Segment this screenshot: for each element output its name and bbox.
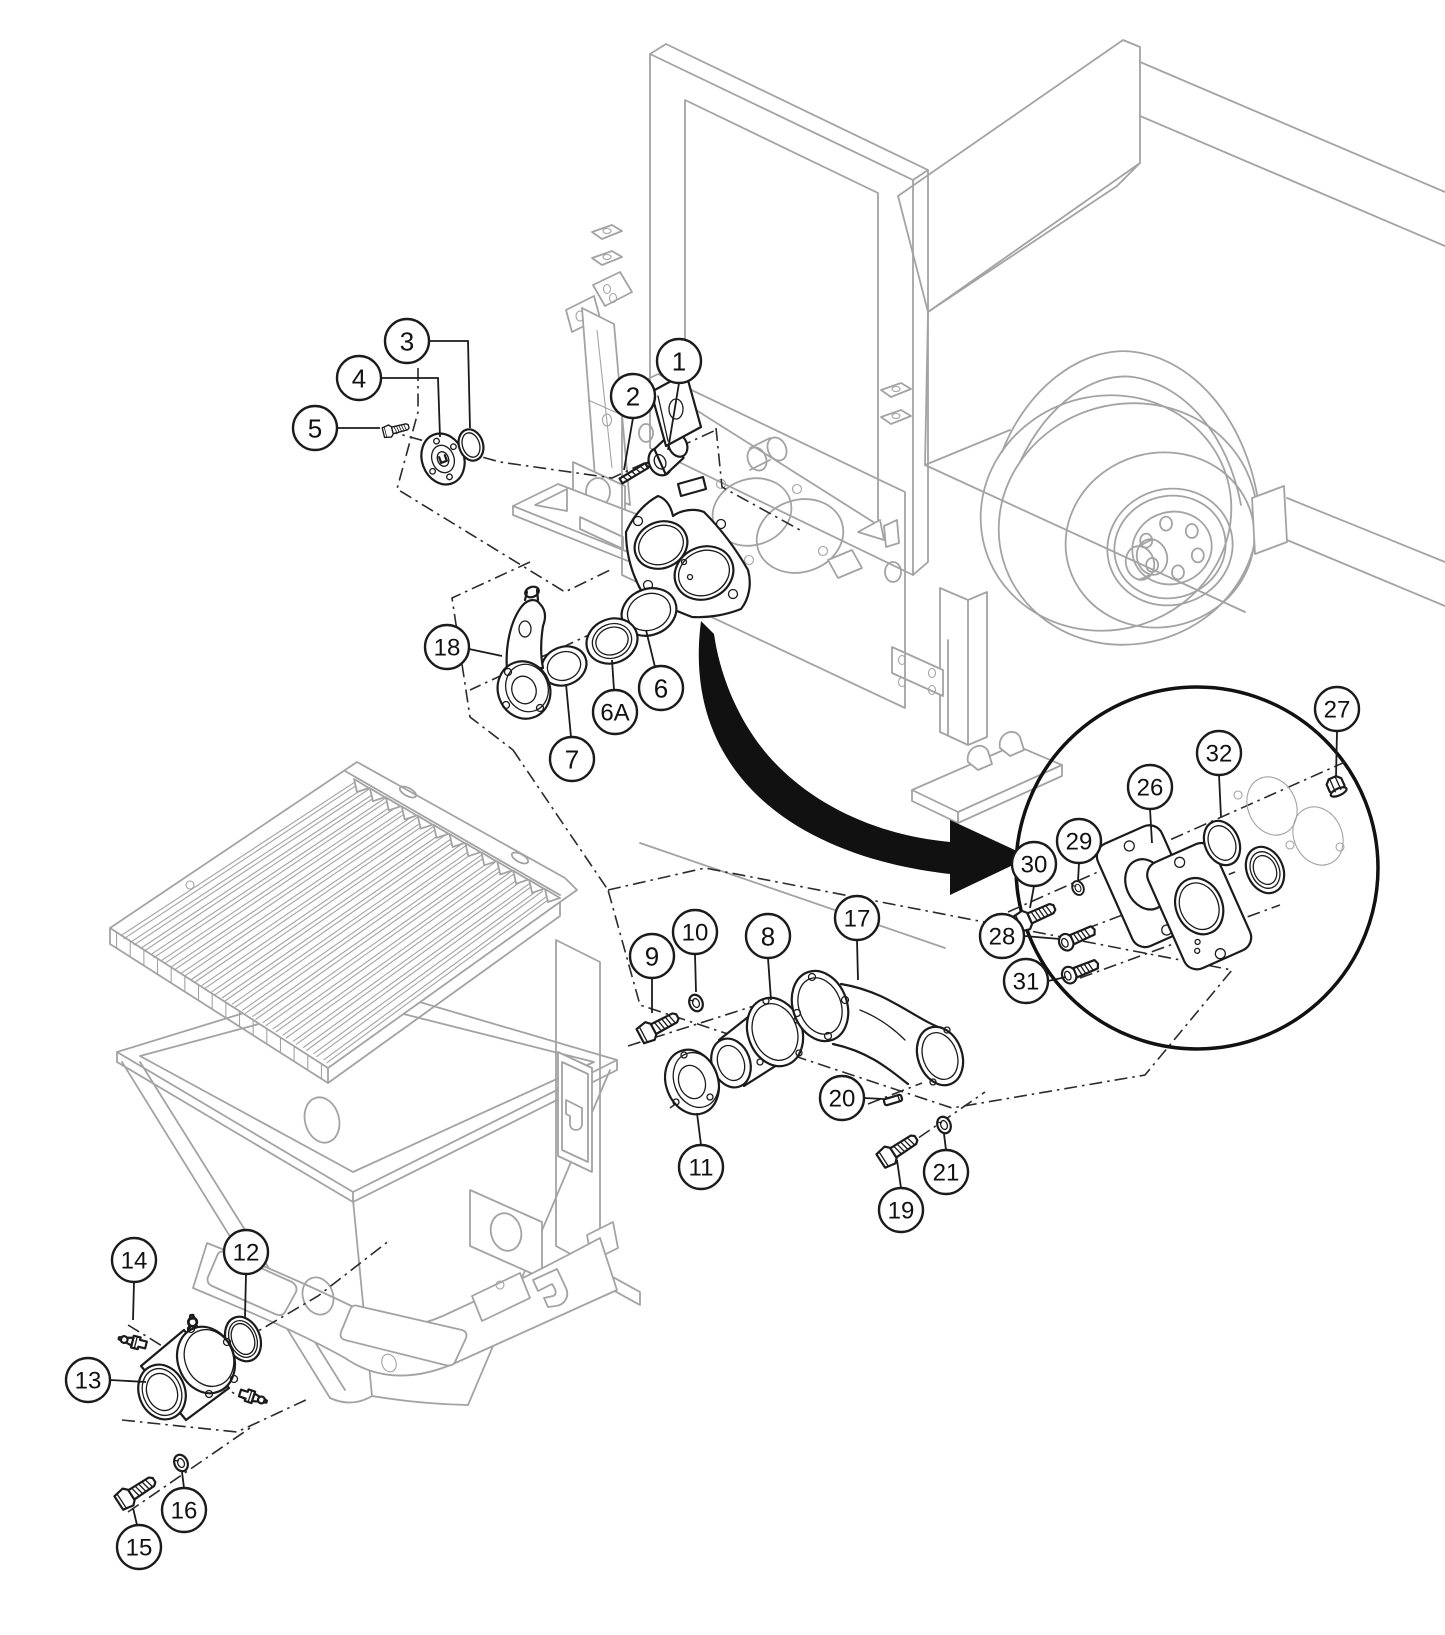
pipe-elbow-17: [790, 969, 965, 1087]
callout-9: 9: [628, 932, 676, 1013]
seal-ring-6a: [585, 617, 639, 665]
callout-4: 4: [335, 354, 441, 438]
hopper-grate: [109, 761, 578, 1084]
svg-text:3: 3: [400, 326, 414, 356]
callout-17: 17: [833, 894, 881, 981]
callout-21: 21: [922, 1133, 970, 1196]
svg-text:20: 20: [829, 1086, 856, 1113]
bolt-28: [1055, 920, 1100, 954]
bearing-housing-13: [137, 1324, 239, 1422]
svg-text:10: 10: [682, 920, 709, 947]
svg-text:28: 28: [989, 924, 1016, 951]
washer-10: [685, 991, 707, 1015]
svg-text:32: 32: [1206, 741, 1233, 768]
callout-29: 29: [1055, 817, 1103, 882]
washer-29: [1069, 878, 1087, 898]
callout-2: 2: [609, 372, 657, 471]
grate-edge-teeth: [115, 932, 323, 1079]
callout-5: 5: [291, 404, 380, 452]
grate-serrations: [353, 778, 561, 903]
svg-text:13: 13: [75, 1368, 102, 1395]
svg-text:4: 4: [352, 363, 366, 393]
mount-panel: [621, 373, 906, 709]
svg-text:17: 17: [844, 906, 871, 933]
callout-12: 12: [222, 1228, 270, 1318]
callout-31: 31: [1002, 957, 1067, 1005]
svg-text:11: 11: [689, 1155, 714, 1182]
callout-19: 19: [877, 1159, 925, 1234]
hopper: [116, 939, 641, 1406]
jack-stand-right: [891, 587, 1063, 824]
bearing-flange-4: [420, 432, 466, 486]
callout-16: 16: [160, 1471, 208, 1534]
callout-14: 14: [110, 1236, 158, 1321]
callout-1: 1: [655, 337, 703, 451]
svg-text:1: 1: [672, 346, 686, 376]
svg-text:16: 16: [171, 1498, 198, 1525]
svg-text:29: 29: [1066, 829, 1093, 856]
callout-13: 13: [64, 1356, 147, 1404]
svg-text:9: 9: [645, 941, 659, 971]
shaft-seal-12: [223, 1315, 263, 1363]
wheel-lug-nuts: [1139, 515, 1205, 581]
callout-3: 3: [383, 317, 471, 429]
gib-key: [676, 475, 708, 498]
svg-text:19: 19: [888, 1198, 915, 1225]
svg-text:26: 26: [1137, 775, 1164, 802]
callout-10: 10: [671, 908, 719, 993]
zoom-arrow-icon: [698, 621, 1030, 895]
callout-6: 6: [637, 629, 685, 712]
exploded-parts: [112, 371, 1348, 1513]
svg-text:7: 7: [565, 744, 579, 774]
bearing-arm-18: [496, 585, 552, 720]
callout-27: 27: [1313, 685, 1361, 778]
grease-fitting-14c: [237, 1386, 270, 1409]
callout-7: 7: [548, 683, 596, 783]
washer-16: [170, 1451, 192, 1475]
bolt-9: [634, 1006, 684, 1047]
svg-text:21: 21: [933, 1160, 960, 1187]
svg-text:30: 30: [1021, 852, 1048, 879]
callout-6a: 6A: [591, 659, 639, 736]
callout-11: 11: [677, 1112, 725, 1191]
callout-26: 26: [1126, 763, 1174, 844]
trailer-bed-panel: [639, 39, 1445, 949]
callout-32: 32: [1195, 729, 1243, 818]
svg-text:14: 14: [121, 1248, 148, 1275]
svg-text:18: 18: [434, 635, 461, 662]
callout-28: 28: [978, 912, 1061, 960]
wheel-and-fender: [979, 350, 1288, 646]
svg-text:2: 2: [626, 381, 640, 411]
svg-text:8: 8: [761, 921, 775, 951]
screw-5: [381, 419, 411, 440]
callout-20: 20: [818, 1074, 885, 1122]
svg-text:31: 31: [1013, 969, 1040, 996]
washer-21: [933, 1113, 955, 1137]
grease-fitting-14a: [116, 1331, 149, 1352]
detail-flange-plates: [1010, 775, 1348, 987]
callout-18: 18: [423, 623, 503, 671]
grate-bars: [120, 780, 554, 1064]
gate-frame: [591, 43, 929, 576]
svg-text:5: 5: [308, 413, 322, 443]
wear-plate: [624, 494, 751, 619]
trailer-ghost: [512, 39, 1445, 949]
bolt-31: [1058, 954, 1103, 987]
callouts-layer: 1234566A71889101117192021121314151626272…: [64, 317, 1361, 1571]
pin-20: [882, 1093, 904, 1107]
svg-text:12: 12: [233, 1240, 260, 1267]
svg-text:15: 15: [126, 1535, 153, 1562]
callout-8: 8: [744, 912, 792, 1001]
callout-15: 15: [115, 1507, 163, 1571]
retainer-ring-3: [457, 428, 485, 462]
nut-27: [1325, 775, 1348, 798]
clamp-flange-11: [663, 1048, 721, 1116]
svg-text:6: 6: [654, 673, 668, 703]
svg-text:27: 27: [1324, 697, 1351, 724]
callout-30: 30: [1010, 840, 1058, 909]
detail-seal-rings-32: [1202, 819, 1286, 895]
svg-text:6A: 6A: [600, 700, 629, 727]
